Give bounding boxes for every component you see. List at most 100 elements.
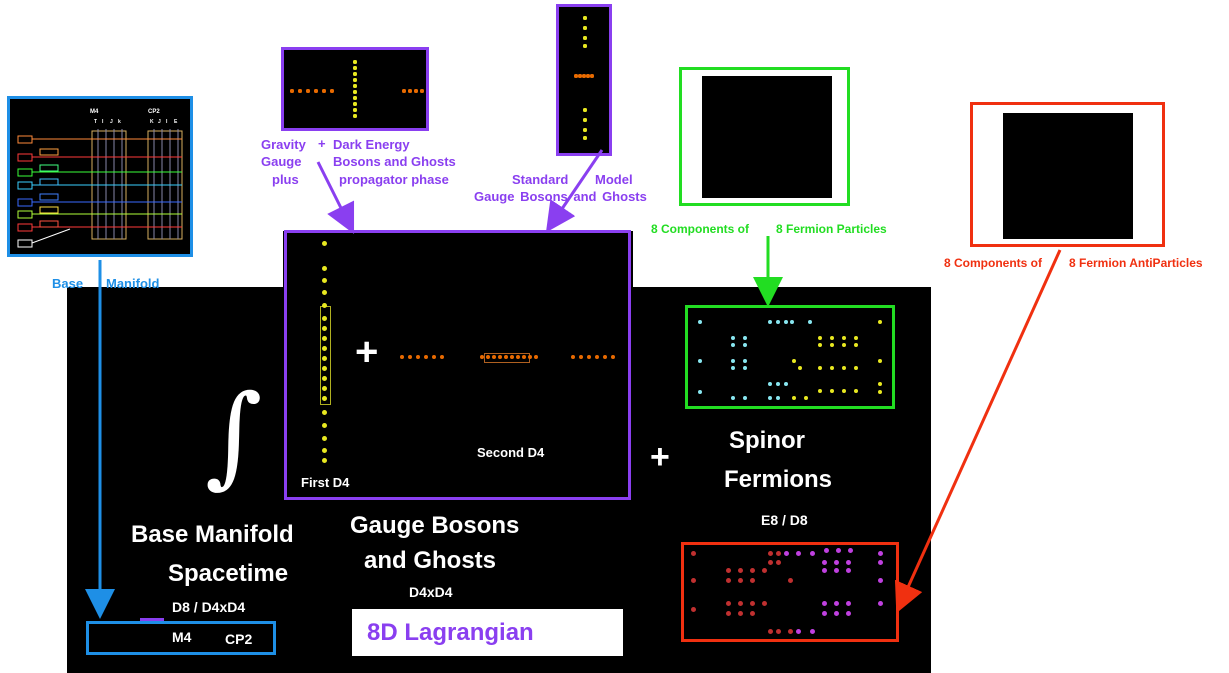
fermion-particle-dot bbox=[775, 381, 781, 387]
fermion-particle-dot bbox=[841, 342, 847, 348]
gravity-inset-dot bbox=[402, 89, 406, 93]
inset-m4-col: I bbox=[102, 119, 104, 125]
first-d4-label: First D4 bbox=[301, 475, 350, 490]
fermion-antiparticle-dot bbox=[725, 610, 731, 616]
second-d4-dot bbox=[497, 354, 503, 360]
fermion-particle-dot bbox=[697, 358, 703, 364]
gravity-inset-dot bbox=[314, 89, 318, 93]
first-d4-dot bbox=[321, 325, 327, 331]
fermion-particle-dot bbox=[730, 342, 736, 348]
second-d4-dot bbox=[602, 354, 608, 360]
fermion-antiparticle-dot bbox=[767, 628, 773, 634]
fermion-antiparticle-dot bbox=[690, 550, 696, 556]
second-d4-dot bbox=[407, 354, 413, 360]
second-d4-dot bbox=[515, 354, 521, 360]
second-d4-dot bbox=[586, 354, 592, 360]
fermion-particle-dot bbox=[829, 365, 835, 371]
fermion-antiparticle-dot bbox=[737, 610, 743, 616]
fermion-particle-dot bbox=[783, 319, 789, 325]
gravity-inset-dot bbox=[353, 108, 357, 112]
fermion-antiparticle-dot bbox=[749, 600, 755, 606]
fermion-particle-dot bbox=[742, 335, 748, 341]
fermion-antiparticle-dot bbox=[877, 577, 883, 583]
second-d4-dot bbox=[527, 354, 533, 360]
gravity-inset-dot bbox=[353, 84, 357, 88]
fermion-particle-dot bbox=[877, 358, 883, 364]
first-d4-dot bbox=[321, 409, 327, 415]
fermion-antiparticle-dot bbox=[795, 628, 801, 634]
fermion-particle-dot bbox=[853, 365, 859, 371]
gravity-inset-dot bbox=[353, 90, 357, 94]
gravity-inset-dot bbox=[353, 78, 357, 82]
fermion-antiparticle-dot bbox=[845, 559, 851, 565]
fermion-antiparticle-dot bbox=[845, 567, 851, 573]
first-d4-dot bbox=[321, 240, 327, 246]
fermion-antiparticle-dot bbox=[725, 567, 731, 573]
fermion-antiparticle-dot bbox=[845, 610, 851, 616]
fermion-particle-dot bbox=[829, 342, 835, 348]
fermion-particle-dot bbox=[829, 335, 835, 341]
base-manifold-inset: M4 CP2 T I J k K J I E bbox=[7, 96, 193, 257]
standard-model-inset-dot bbox=[583, 26, 587, 30]
plus-symbol-fermions: + bbox=[650, 438, 670, 476]
gravity-plus-symbol: + bbox=[318, 136, 326, 151]
fermion-particle-dot bbox=[841, 365, 847, 371]
fermion-particle-dot bbox=[775, 395, 781, 401]
fermion-particle-dot bbox=[853, 335, 859, 341]
fermion-particle-dot bbox=[877, 389, 883, 395]
gravity-inset-dot bbox=[298, 89, 302, 93]
cp2-label: CP2 bbox=[225, 631, 253, 647]
inset-m4-label: M4 bbox=[90, 109, 99, 115]
fermion-particle-dot bbox=[877, 319, 883, 325]
fermion-antiparticle-dot bbox=[795, 550, 801, 556]
second-d4-dot bbox=[594, 354, 600, 360]
antiparticles-fermion-label: 8 Fermion AntiParticles bbox=[1069, 256, 1203, 270]
fermion-particle-dot bbox=[817, 335, 823, 341]
standard-model-inset-dot bbox=[583, 16, 587, 20]
fermion-particle-dot bbox=[803, 395, 809, 401]
fermion-particle-dot bbox=[797, 365, 803, 371]
standard-model-inset-dot bbox=[583, 136, 587, 140]
standard-model-inset-dot bbox=[583, 44, 587, 48]
first-d4-dot bbox=[321, 265, 327, 271]
fermion-antiparticle-dot bbox=[833, 567, 839, 573]
fermion-particle-dot bbox=[767, 381, 773, 387]
second-d4-dot bbox=[415, 354, 421, 360]
fermion-antiparticle-dot bbox=[821, 559, 827, 565]
standard-model-inset-dot bbox=[583, 118, 587, 122]
standard-model-inset-dot bbox=[586, 74, 590, 78]
lagrangian-label: 8D Lagrangian bbox=[367, 619, 534, 646]
fermion-antiparticle-dot bbox=[737, 600, 743, 606]
second-d4-dot bbox=[399, 354, 405, 360]
fermion-antiparticle-dot bbox=[787, 577, 793, 583]
fermion-particle-dot bbox=[767, 319, 773, 325]
standard-model-inset-dot bbox=[582, 74, 586, 78]
fermion-antiparticles-box bbox=[681, 542, 899, 642]
fermion-antiparticle-dot bbox=[877, 600, 883, 606]
second-d4-dot bbox=[503, 354, 509, 360]
spinor-label: Spinor bbox=[729, 427, 805, 454]
base-label: Base bbox=[52, 276, 84, 291]
fermion-particle-dot bbox=[853, 388, 859, 394]
inset-cp2-col: K bbox=[150, 119, 154, 125]
fermions-label: Fermions bbox=[724, 466, 833, 493]
fermion-particle-dot bbox=[730, 335, 736, 341]
first-d4-dot bbox=[321, 395, 327, 401]
gravity-inset-dot bbox=[420, 89, 424, 93]
second-d4-label: Second D4 bbox=[477, 445, 545, 460]
gauge-bosons-box bbox=[284, 230, 631, 500]
particles-fermion-label: 8 Fermion Particles bbox=[776, 222, 887, 236]
integral-symbol: ∫ bbox=[205, 371, 263, 499]
fermion-particles-grid bbox=[702, 76, 832, 198]
standard-model-inset-dot bbox=[574, 74, 578, 78]
first-d4-dot bbox=[321, 302, 327, 308]
base-manifold-spacetime-box bbox=[86, 621, 276, 655]
fermion-particle-dot bbox=[817, 388, 823, 394]
fermion-antiparticle-dot bbox=[821, 567, 827, 573]
standard-model-inset-dot bbox=[583, 128, 587, 132]
fermion-particle-dot bbox=[775, 319, 781, 325]
gauge-bosons-title-line2: and Ghosts bbox=[364, 547, 497, 574]
fermion-particle-dot bbox=[742, 395, 748, 401]
fermion-particle-dot bbox=[767, 395, 773, 401]
base-manifold-title-line1: Base Manifold bbox=[131, 521, 294, 548]
